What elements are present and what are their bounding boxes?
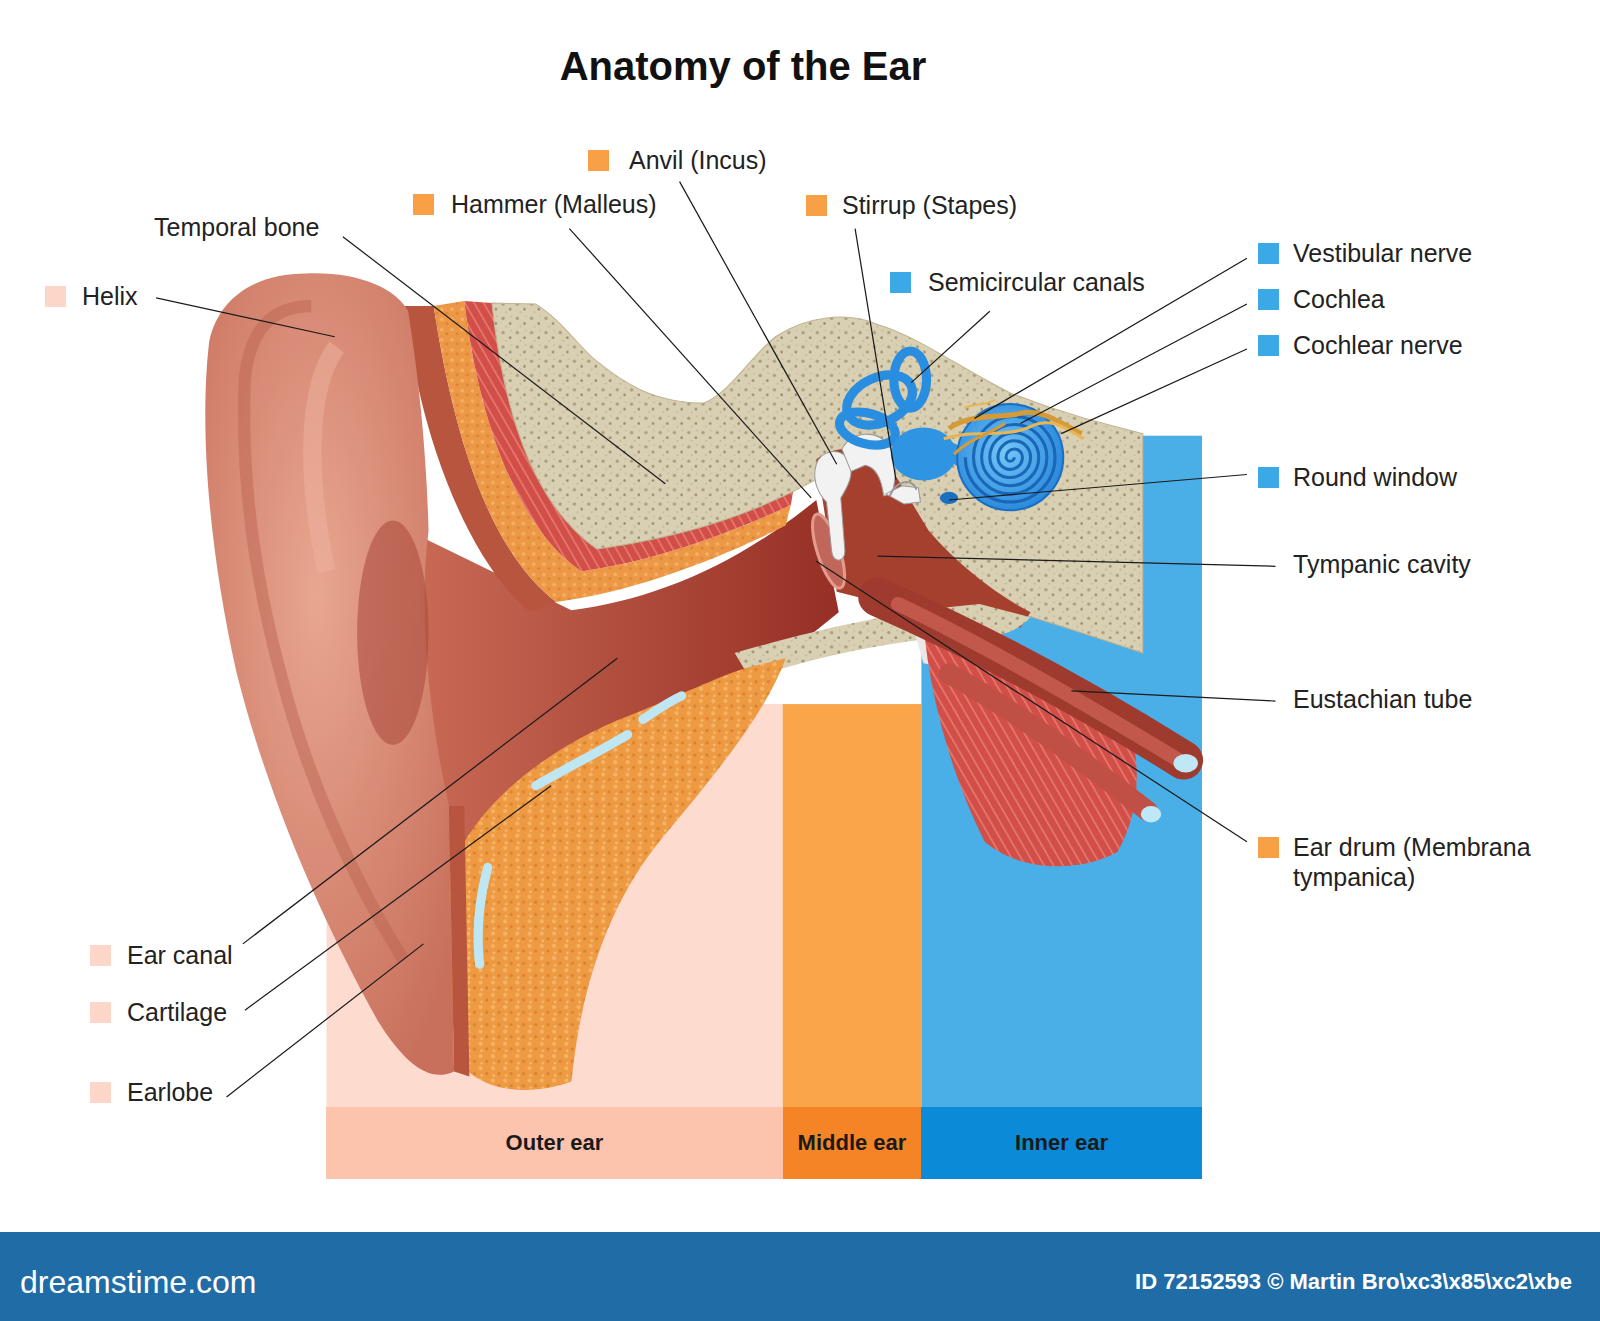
nerve: [944, 423, 1084, 439]
legend-item: Cochlear nerve: [1258, 330, 1463, 360]
region-band: Middle ear: [783, 1107, 921, 1179]
lobe-skin: [449, 806, 469, 1076]
legend-label: Anvil (Incus): [629, 145, 767, 175]
leader-line: [227, 944, 424, 1097]
region-band: Inner ear: [921, 1107, 1202, 1179]
legend-swatch: [45, 286, 66, 307]
semicircular-canal: [894, 351, 927, 408]
tube-end: [1141, 806, 1161, 822]
legend-label: Ear canal: [127, 940, 233, 970]
cartilage-streak: [536, 735, 628, 786]
legend-item: Stirrup (Stapes): [806, 190, 1017, 220]
leader-line: [569, 229, 811, 498]
leader-line: [245, 786, 551, 1010]
part-label: Temporal bone: [154, 212, 319, 242]
diagram-title: Anatomy of the Ear: [343, 42, 1143, 90]
tube-end: [1173, 754, 1197, 772]
legend-swatch: [890, 272, 911, 293]
illustration-group: [156, 182, 1275, 1108]
footer-bar: [0, 1232, 1600, 1321]
leader-line: [949, 474, 1247, 500]
region-band: Outer ear: [326, 1107, 783, 1179]
middle-ear-region: [783, 704, 922, 1107]
legend-item: Anvil (Incus): [588, 145, 767, 175]
pinna: [205, 273, 454, 1074]
region-label: Inner ear: [1015, 1130, 1108, 1156]
legend-item: Semicircular canals: [890, 267, 1145, 297]
tube-wall: [949, 673, 1148, 811]
legend-swatch: [1258, 467, 1279, 488]
semicircular-canal: [836, 406, 899, 450]
leader-line: [1071, 691, 1275, 701]
part-label: Tympanic cavity: [1293, 549, 1471, 579]
legend-swatch: [90, 945, 111, 966]
legend-label: Hammer (Malleus): [451, 189, 657, 219]
legend-item: Round window: [1258, 462, 1457, 492]
legend-item: Earlobe: [90, 1077, 213, 1107]
leader-line: [1020, 304, 1247, 423]
leader-line: [878, 556, 1276, 566]
legend-swatch: [806, 195, 827, 216]
legend-swatch: [90, 1002, 111, 1023]
part-label: Eustachian tube: [1293, 684, 1472, 714]
cartilage-streak: [478, 867, 488, 964]
leader-line: [855, 229, 896, 480]
legend-label: Vestibular nerve: [1293, 238, 1472, 268]
watermark-text: dreamstime.com: [20, 1263, 257, 1301]
legend-item: Cartilage: [90, 997, 227, 1027]
nerve: [964, 400, 995, 408]
cartilage: [447, 658, 786, 1090]
legend-swatch: [1258, 335, 1279, 356]
legend-label: Helix: [82, 281, 138, 311]
legend-swatch: [90, 1082, 111, 1103]
legend-item: Hammer (Malleus): [413, 189, 657, 219]
legend-label: Cochlear nerve: [1293, 330, 1463, 360]
nerve: [954, 423, 1005, 454]
watermark-text: ID 72152593 © Martin Bro\xc3\x85\xc2\xbe: [1135, 1269, 1572, 1295]
region-label: Outer ear: [506, 1130, 604, 1156]
leader-line: [911, 311, 990, 382]
legend-label: Round window: [1293, 462, 1457, 492]
concha: [357, 520, 428, 744]
round-window: [940, 492, 958, 504]
leader-lines: [156, 182, 1275, 1097]
cochlea-spiral: [965, 416, 1055, 502]
leader-line: [343, 237, 665, 484]
antihelix: [312, 347, 336, 571]
legend-swatch: [588, 150, 609, 171]
legend-swatch: [1258, 837, 1279, 858]
legend-swatch: [1258, 289, 1279, 310]
legend-label: Ear drum (Membrana tympanica): [1293, 832, 1573, 892]
stirrup-arch: [890, 482, 917, 496]
legend-swatch: [1258, 243, 1279, 264]
legend-item: Ear canal: [90, 940, 233, 970]
legend-label: Earlobe: [127, 1077, 213, 1107]
leader-line: [156, 298, 335, 337]
legend-label: Semicircular canals: [928, 267, 1145, 297]
legend-label: Cochlea: [1293, 284, 1385, 314]
legend-item: Cochlea: [1258, 284, 1385, 314]
legend-item: Vestibular nerve: [1258, 238, 1472, 268]
leader-line: [816, 561, 1247, 842]
legend-label: Stirrup (Stapes): [842, 190, 1017, 220]
leader-line: [1061, 349, 1247, 434]
legend-swatch: [413, 194, 434, 215]
cartilage-streak: [643, 696, 682, 719]
leader-line: [680, 182, 837, 465]
leader-line: [243, 658, 617, 944]
legend-item: Helix: [45, 281, 138, 311]
legend-label: Cartilage: [127, 997, 227, 1027]
legend-item: Ear drum (Membrana tympanica): [1258, 832, 1573, 892]
hammer: [815, 452, 851, 561]
region-label: Middle ear: [798, 1130, 907, 1156]
temporal-bone: [492, 303, 1143, 653]
